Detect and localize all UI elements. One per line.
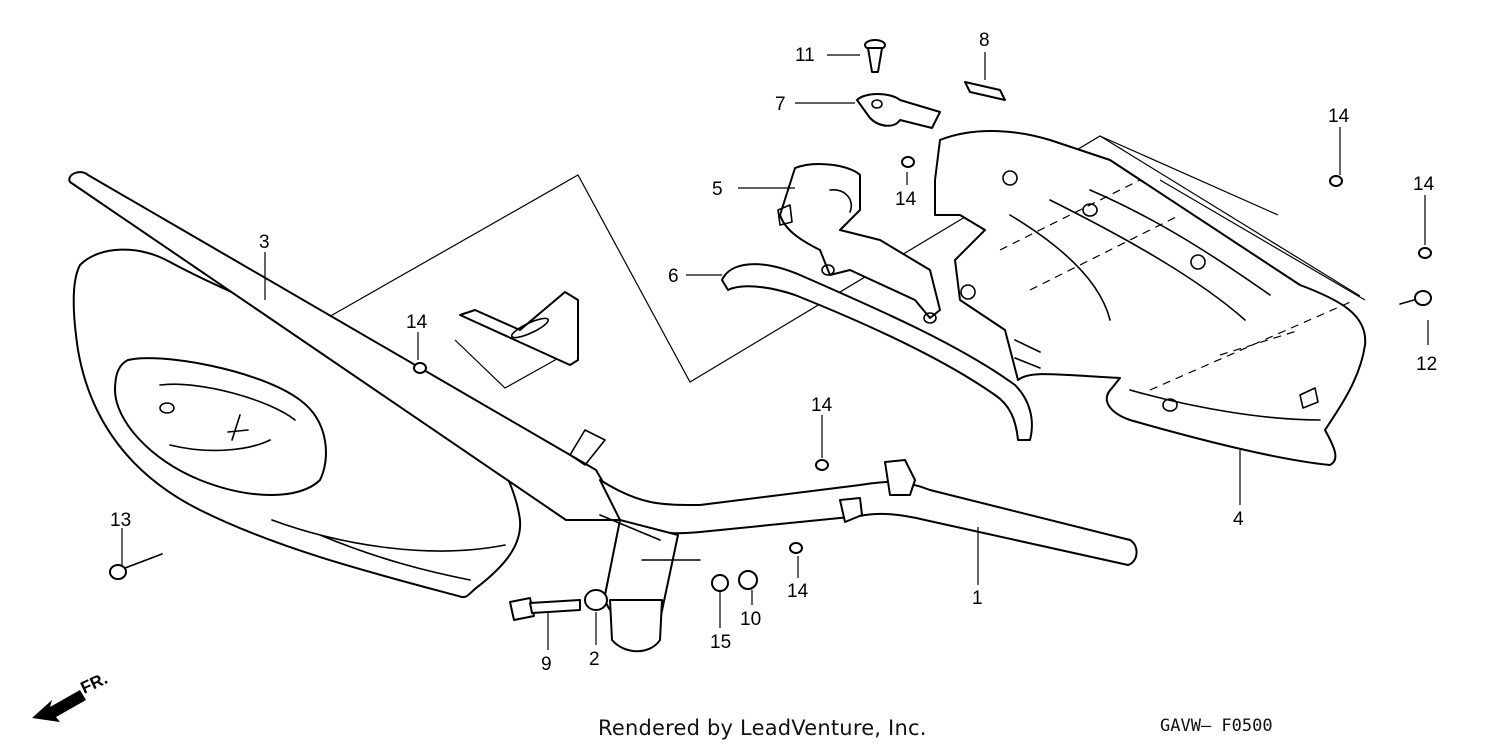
front-direction-label: FR. — [78, 669, 111, 698]
callout-14-c: 14 — [1328, 106, 1350, 127]
diagram-code: GAVW— F0500 — [1160, 716, 1273, 736]
callout-14-a: 14 — [406, 312, 428, 333]
inner-cover-part[interactable] — [777, 163, 941, 324]
handlebar-part[interactable] — [68, 171, 1138, 653]
plate-part-8[interactable] — [964, 81, 1006, 101]
callout-8: 8 — [979, 30, 990, 51]
assembly-outline-right — [454, 135, 1366, 389]
callout-3: 3 — [259, 232, 270, 253]
callout-11: 11 — [795, 45, 815, 66]
callout-14-b: 14 — [895, 189, 917, 210]
rear-cover-part[interactable] — [934, 130, 1367, 466]
bolt-part-12-head[interactable] — [1399, 290, 1432, 306]
callout-14-d: 14 — [1413, 174, 1435, 195]
callout-14-f: 14 — [787, 581, 809, 602]
screw-part-13[interactable] — [109, 553, 163, 580]
callout-4: 4 — [1233, 509, 1244, 530]
front-direction-arrow-icon: FR. — [32, 669, 111, 722]
callout-12: 12 — [1416, 354, 1437, 375]
footer-credit: Rendered by LeadVenture, Inc. — [598, 716, 927, 740]
washer-part-15[interactable] — [711, 574, 729, 592]
callout-9: 9 — [541, 654, 552, 675]
leader-lines — [121, 52, 1429, 650]
callout-14-e: 14 — [811, 395, 833, 416]
nut-part-10[interactable] — [738, 570, 758, 590]
callout-10: 10 — [740, 609, 761, 630]
callout-5: 5 — [712, 179, 723, 200]
callout-2: 2 — [589, 649, 600, 670]
callout-15: 15 — [710, 632, 731, 653]
assembly-outline-left — [326, 135, 1361, 383]
bolt-part-9[interactable] — [509, 597, 581, 621]
collar-part-2[interactable] — [584, 589, 608, 611]
screw-parts-14[interactable] — [413, 0, 1500, 554]
screw-part-11[interactable] — [864, 39, 886, 73]
plate-part-7[interactable] — [856, 93, 941, 129]
weatherstrip-part[interactable] — [721, 263, 1033, 441]
callout-7: 7 — [775, 94, 786, 115]
callout-1: 1 — [972, 588, 983, 609]
callout-13: 13 — [110, 510, 131, 531]
callout-6: 6 — [668, 266, 679, 287]
